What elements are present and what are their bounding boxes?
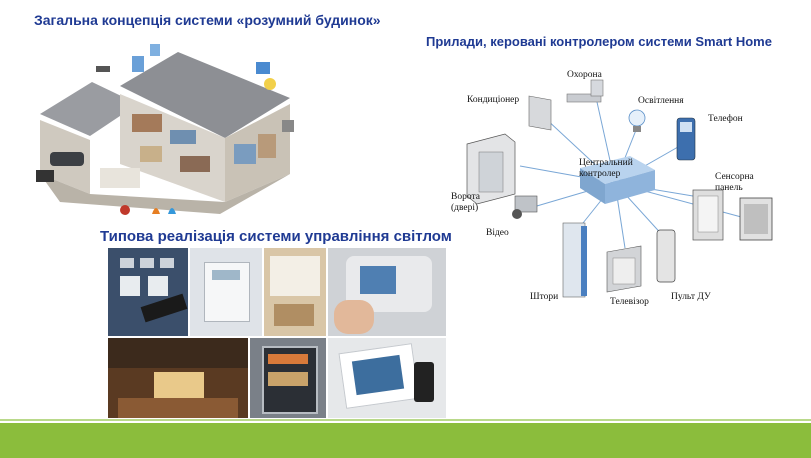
switch-icon	[140, 258, 154, 268]
fire-icon	[152, 208, 160, 214]
garage-roof	[40, 82, 138, 136]
photo-wall-panel	[190, 248, 262, 336]
hand-icon	[334, 300, 374, 334]
furniture	[258, 134, 276, 158]
furniture	[100, 168, 140, 188]
furniture	[170, 130, 196, 144]
remote-icon	[656, 229, 676, 283]
wall-panel-screen-icon	[212, 270, 240, 280]
video-lens-icon	[512, 209, 522, 219]
furniture	[180, 156, 210, 172]
remote-icon	[140, 293, 188, 323]
window-icon	[270, 256, 320, 296]
node-remote-label: Пульт ДУ	[671, 292, 711, 302]
smartphone-icon	[414, 362, 434, 402]
node-video-label: Відео	[486, 228, 509, 238]
thermostat-screen-icon	[360, 266, 396, 294]
bulb-icon	[264, 78, 276, 90]
photo-control-display	[250, 338, 326, 418]
node-gate-label: Ворота (двері)	[451, 192, 480, 214]
floor-icon	[118, 398, 238, 418]
camera-icon	[96, 66, 110, 72]
controller-label-line1: Центральний	[579, 158, 633, 168]
sofa-icon	[274, 304, 314, 326]
phone-screen-icon	[680, 122, 692, 132]
photo-tablet-phone	[328, 338, 446, 418]
node-ac-label: Кондиціонер	[467, 95, 520, 105]
tv-screen-icon	[612, 257, 636, 285]
photo-interior-window	[264, 248, 326, 336]
touch-panel-screen-icon	[697, 195, 719, 233]
photo-touch-thermostat	[328, 248, 446, 336]
smart-house-illustration	[36, 44, 294, 215]
switch-icon	[148, 276, 168, 296]
ac-icon	[528, 95, 552, 131]
switch-icon	[160, 258, 174, 268]
alarm-icon	[120, 205, 130, 215]
thermostat-icon	[256, 62, 270, 74]
panel-icon	[150, 44, 160, 56]
devices-diagram	[466, 79, 773, 298]
node-gate-label-line2: (двері)	[451, 203, 479, 213]
node-tv-label: Телевізор	[610, 297, 649, 307]
blinds-stripe-icon	[581, 226, 587, 296]
controller-top	[580, 156, 655, 184]
node-touch-label-line1: Сенсорна	[715, 172, 754, 182]
footer-bar	[0, 423, 811, 458]
furniture	[140, 146, 162, 162]
video-camera-icon	[514, 195, 538, 213]
photo-panels-remote	[108, 248, 188, 336]
node-gate-label-line1: Ворота	[451, 192, 480, 202]
display-readout-icon	[268, 372, 308, 386]
house-roof	[120, 52, 290, 138]
controller-label: Центральний контролер	[579, 158, 633, 180]
bulb-icon	[628, 109, 646, 127]
furniture	[132, 114, 162, 132]
house-wall-right	[225, 104, 290, 202]
switch-icon	[120, 258, 134, 268]
photo-living-room	[108, 338, 248, 418]
security-sensor-icon	[590, 79, 604, 97]
tablet-screen-icon	[351, 354, 405, 396]
node-phone-label: Телефон	[708, 114, 743, 124]
bulb-base-icon	[633, 126, 641, 132]
blinds-icon	[132, 56, 144, 72]
tv-wall-icon	[154, 372, 204, 398]
devices-title: Прилади, керовані контролером системи Sm…	[426, 34, 772, 49]
sensor-icon	[282, 120, 294, 132]
display-bar-icon	[268, 354, 308, 364]
controller-side	[580, 168, 605, 204]
car	[50, 152, 84, 166]
node-touch-label: Сенсорна панель	[715, 172, 754, 194]
furniture	[234, 144, 256, 164]
node-security-label: Охорона	[567, 70, 602, 80]
laptop-icon	[36, 170, 54, 182]
water-icon	[168, 208, 176, 214]
security-icon	[566, 93, 602, 103]
controller-front	[605, 170, 655, 204]
gate-door-icon	[478, 151, 504, 193]
touch-panel-2-screen-icon	[744, 204, 768, 234]
ceiling-icon	[108, 338, 248, 368]
house-floor	[40, 174, 290, 214]
lighting-title: Типова реалізація системи управління сві…	[100, 228, 452, 245]
switch-icon	[120, 276, 140, 296]
footer-accent-line	[0, 419, 811, 421]
controller-label-line2: контролер	[579, 169, 621, 179]
node-lighting-label: Освітлення	[638, 96, 684, 106]
node-blinds-label: Штори	[530, 292, 559, 302]
concept-title: Загальна концепція системи «розумний буд…	[34, 12, 381, 28]
node-touch-label-line2: панель	[715, 183, 743, 193]
